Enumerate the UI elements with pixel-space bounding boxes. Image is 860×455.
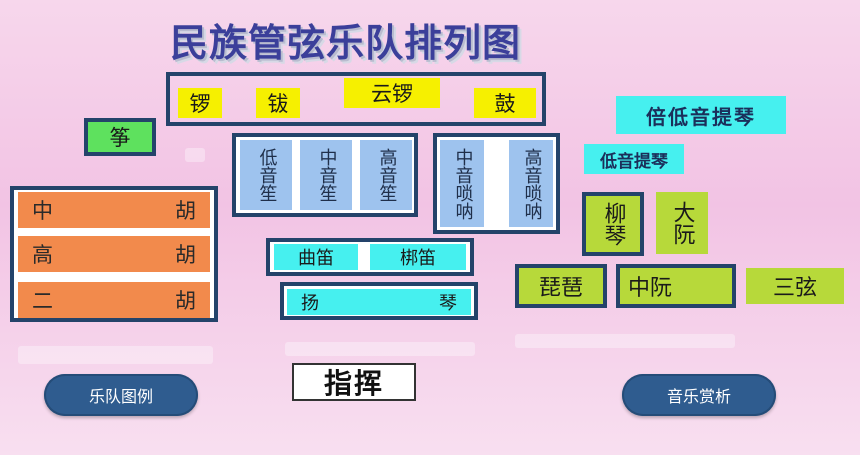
zhonghu-char-1: 中 bbox=[32, 199, 53, 223]
daruan-label: 大阮 bbox=[656, 192, 708, 254]
yangqin-char-1: 扬 bbox=[301, 293, 319, 314]
erhu-char-2: 胡 bbox=[175, 289, 196, 313]
page-title: 民族管弦乐队排列图 bbox=[170, 20, 522, 65]
decor-ghost bbox=[185, 148, 205, 162]
dizi-group: 曲笛 梆笛 bbox=[266, 238, 474, 276]
liuqin-label: 柳琴 bbox=[582, 192, 644, 256]
gu-label: 鼓 bbox=[474, 88, 536, 118]
beidiyin-tiqin-label: 倍低音提琴 bbox=[616, 96, 786, 134]
zhongruan-label: 中阮 bbox=[616, 264, 736, 308]
sanxian-label: 三弦 bbox=[746, 268, 844, 304]
qudi-label: 曲笛 bbox=[274, 244, 358, 270]
zhonghu-char-2: 胡 bbox=[175, 199, 196, 223]
huqin-group: 中 胡 高 胡 二 胡 bbox=[10, 186, 218, 322]
gaohu-char-1: 高 bbox=[32, 243, 53, 267]
gaohu-label: 高 胡 bbox=[18, 236, 210, 272]
decor-ghost bbox=[285, 342, 475, 356]
erhu-char-1: 二 bbox=[32, 289, 53, 313]
sheng-group: 低音笙 中音笙 高音笙 bbox=[232, 133, 418, 217]
zheng-label: 筝 bbox=[84, 118, 156, 156]
yunluo-label: 云锣 bbox=[344, 78, 440, 108]
yangqin-group: 扬 琴 bbox=[280, 282, 478, 320]
percussion-group: 锣 钹 云锣 鼓 bbox=[166, 72, 546, 126]
decor-ghost bbox=[18, 346, 213, 364]
yangqin-char-2: 琴 bbox=[439, 293, 457, 314]
music-appreciation-button[interactable]: 音乐赏析 bbox=[622, 374, 776, 416]
high-sheng-label: 高音笙 bbox=[360, 140, 412, 210]
bangdi-label: 梆笛 bbox=[370, 244, 466, 270]
mid-suona-label: 中音唢呐 bbox=[440, 140, 484, 227]
decor-ghost bbox=[515, 334, 735, 348]
conductor-label: 指挥 bbox=[292, 363, 416, 401]
bo-label: 钹 bbox=[256, 88, 300, 118]
orchestra-legend-button[interactable]: 乐队图例 bbox=[44, 374, 198, 416]
mid-sheng-label: 中音笙 bbox=[300, 140, 352, 210]
high-suona-label: 高音唢呐 bbox=[509, 140, 553, 227]
gaohu-char-2: 胡 bbox=[175, 243, 196, 267]
yangqin-label: 扬 琴 bbox=[287, 289, 471, 315]
zhonghu-label: 中 胡 bbox=[18, 192, 210, 228]
erhu-label: 二 胡 bbox=[18, 282, 210, 318]
diyin-tiqin-label: 低音提琴 bbox=[584, 144, 684, 174]
suona-group: 中音唢呐 高音唢呐 bbox=[433, 133, 560, 234]
low-sheng-label: 低音笙 bbox=[240, 140, 292, 210]
luo-label: 锣 bbox=[178, 88, 222, 118]
pipa-label: 琵琶 bbox=[515, 264, 607, 308]
